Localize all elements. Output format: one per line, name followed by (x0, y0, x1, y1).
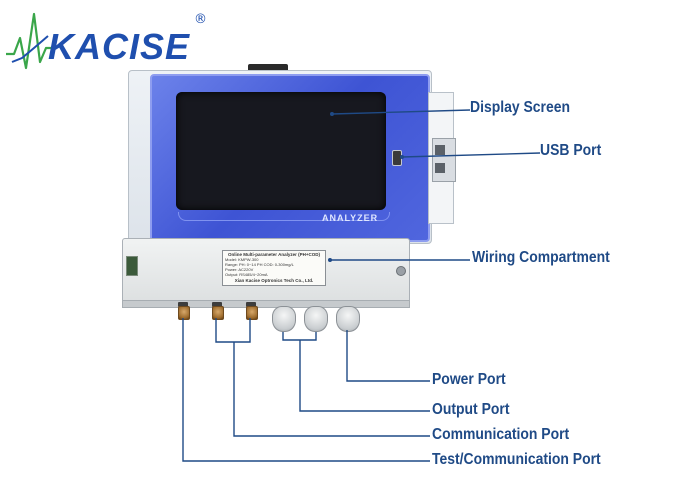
test-communication-port-leader (182, 318, 430, 462)
port-cap (246, 302, 256, 307)
callout-display-screen: Display Screen (470, 99, 571, 116)
nameplate-title: Online Multi-parameter Analyzer (PH+COD) (228, 252, 320, 257)
communication-port-leader (233, 342, 430, 437)
callout-output-port: Output Port (432, 401, 510, 418)
mounting-bracket (432, 138, 456, 182)
registered-mark: ® (194, 12, 207, 27)
bracket-hole (435, 145, 445, 155)
nameplate-model: Model: KMPW-300 (225, 257, 259, 262)
nameplate-output: Output: RS485/4~20mA (225, 272, 268, 277)
callout-usb-port: USB Port (540, 142, 602, 159)
display-screen-leader (331, 109, 471, 115)
power-port-gland (336, 306, 360, 332)
power-port-leader (346, 330, 430, 382)
callout-power-port: Power Port (432, 371, 506, 388)
callout-test-communication-port: Test/Communication Port (432, 451, 601, 468)
side-latch (126, 256, 138, 276)
logo-wave-icon (6, 12, 56, 70)
callout-wiring-compartment: Wiring Compartment (472, 249, 610, 266)
nameplate: Online Multi-parameter Analyzer (PH+COD)… (222, 250, 326, 286)
nameplate-range: Range: PH: 0~14 PH COD: 0-300mg/L (225, 262, 294, 267)
logo-text: KACISE (48, 26, 191, 67)
output-port-gland-b (304, 306, 328, 332)
port-cap (212, 302, 222, 307)
port-cap (178, 302, 188, 307)
screw-icon (396, 266, 406, 276)
communication-port-b (246, 306, 258, 320)
leader-dot (330, 112, 334, 116)
wiring-compartment-lip (122, 300, 410, 308)
output-port-leader (299, 340, 430, 412)
cover-analyzer-label: ANALYZER (322, 213, 379, 223)
callout-communication-port: Communication Port (432, 426, 570, 443)
output-port-gland-a (272, 306, 296, 332)
nameplate-company: Xian Kacise Optronics Tech Co., Ltd. (234, 278, 314, 283)
device-top-cap (248, 64, 288, 72)
nameplate-power: Power: AC220V (225, 267, 254, 272)
display-screen (176, 92, 386, 210)
leader-dot (400, 155, 404, 159)
bracket-hole (435, 163, 445, 173)
kacise-logo: KACISE ® (4, 8, 214, 78)
usb-port-leader (401, 152, 541, 158)
output-port-bracket (282, 332, 317, 341)
test-communication-port (178, 306, 190, 320)
leader-dot (328, 258, 332, 262)
communication-port-a (212, 306, 224, 320)
communication-port-bracket (215, 318, 251, 343)
